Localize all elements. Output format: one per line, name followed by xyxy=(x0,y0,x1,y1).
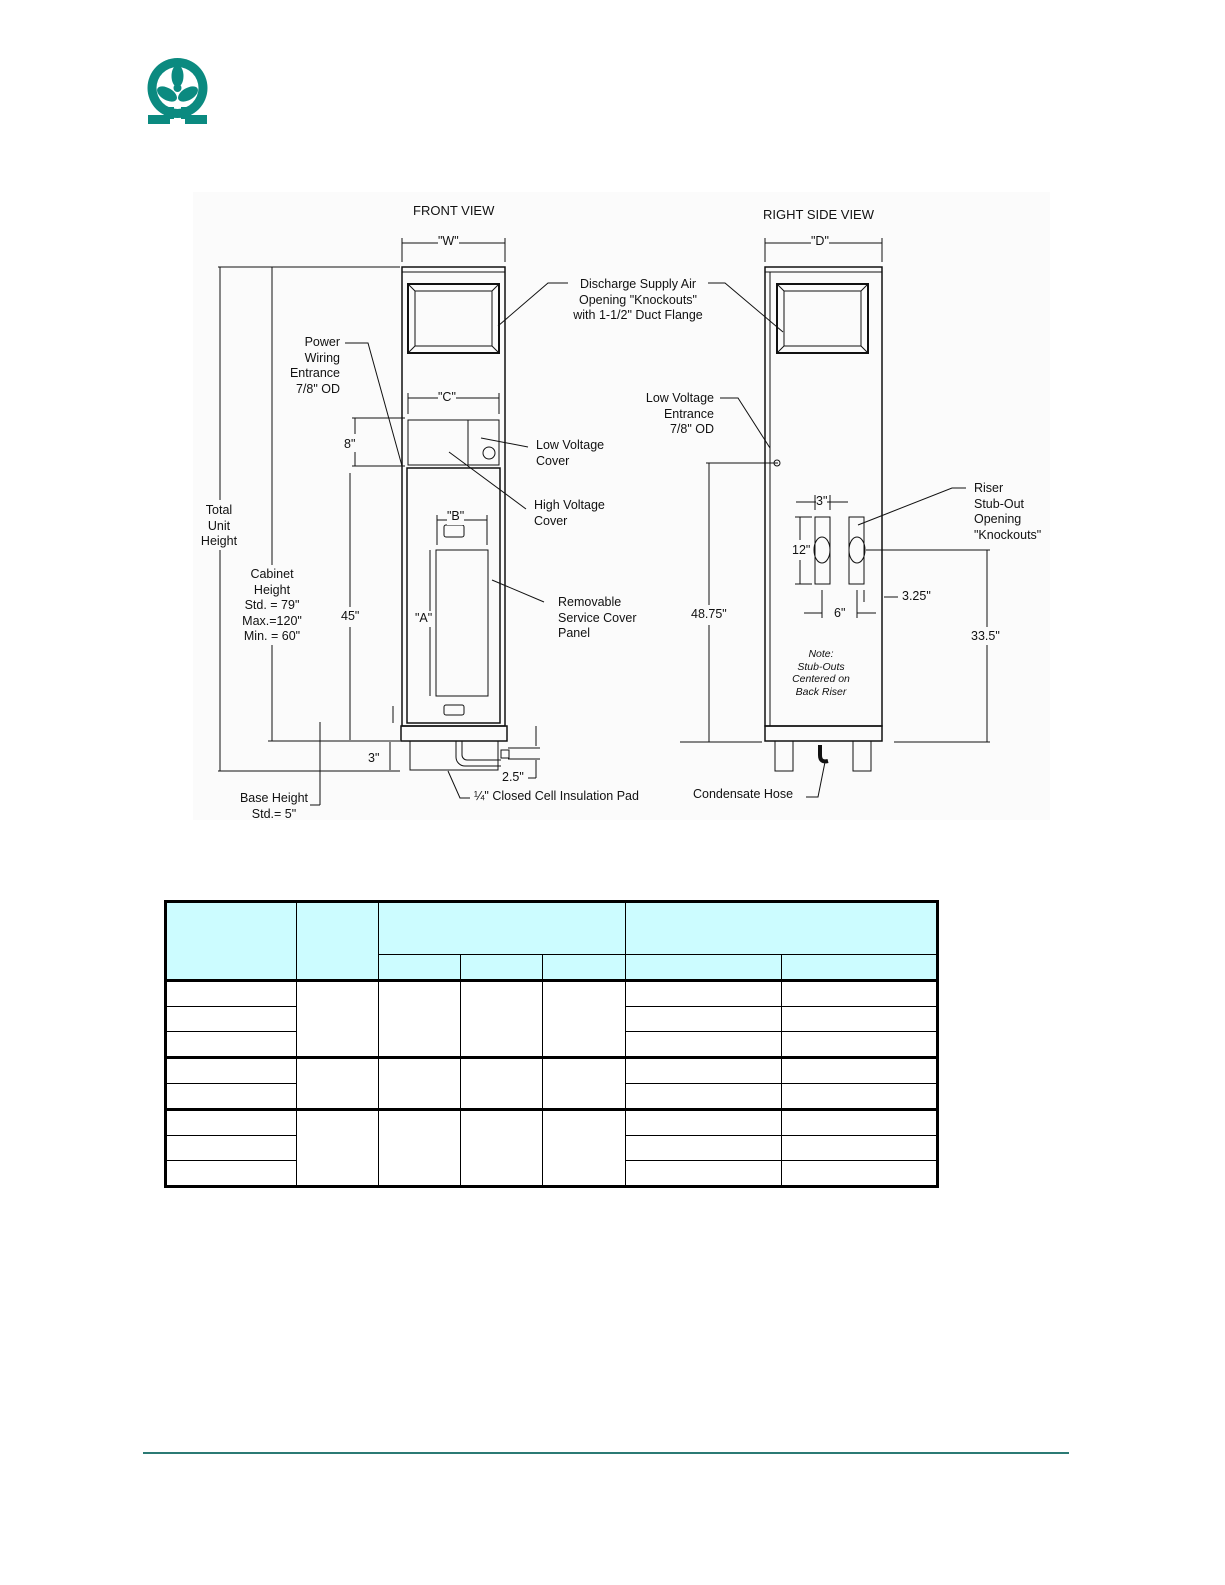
table-row xyxy=(164,1108,939,1187)
dim-d-label: "D" xyxy=(811,234,829,250)
table-row xyxy=(164,1031,939,1058)
low-voltage-entrance-label: Low Voltage Entrance 7/8" OD xyxy=(645,391,714,436)
table-row xyxy=(164,1056,939,1110)
table-header-group xyxy=(378,901,626,955)
dim-8-label: 8" xyxy=(344,437,356,451)
table-row xyxy=(164,1135,939,1161)
total-height-label: Total Unit Height xyxy=(200,503,238,548)
front-view-title: FRONT VIEW xyxy=(413,203,495,218)
riser-knockout-label: Riser Stub-Out Opening "Knockouts" xyxy=(974,481,1042,542)
dim-48-75-label: 48.75" xyxy=(691,607,727,623)
footer-rule xyxy=(143,1452,1069,1454)
table-subheader-cell xyxy=(624,953,782,982)
base-height-label: Base Height Std.= 5" xyxy=(239,791,309,821)
table-subheader-row xyxy=(166,953,939,982)
high-voltage-cover-label: High Voltage Cover xyxy=(534,498,605,528)
dim-3-side-label: 3" xyxy=(816,494,828,510)
stub-out-note: Note: Stub-Outs Centered on Back Riser xyxy=(792,648,850,698)
dim-33-5-label: 33.5" xyxy=(971,629,1000,645)
dim-6-label: 6" xyxy=(834,606,846,620)
dim-3-base-label: 3" xyxy=(368,751,380,765)
power-wiring-label: Power Wiring Entrance 7/8" OD xyxy=(289,335,340,396)
dim-a-label: "A" xyxy=(415,611,433,627)
insulation-pad-label: ¼" Closed Cell Insulation Pad xyxy=(474,789,639,803)
condensate-hose-label: Condensate Hose xyxy=(693,787,794,801)
table-row xyxy=(164,979,939,1058)
low-voltage-cover-label: Low Voltage Cover xyxy=(536,438,605,468)
dim-b-label: "B" xyxy=(447,509,465,525)
fan-omega-logo-icon xyxy=(147,58,208,124)
cabinet-height-label: Cabinet Height Std. = 79" Max.=120" Min.… xyxy=(242,567,302,643)
table-header-row xyxy=(164,901,939,981)
removable-panel-label: Removable Service Cover Panel xyxy=(558,595,637,640)
dim-45-label: 45" xyxy=(341,609,360,625)
dim-c-label: "C" xyxy=(438,390,456,406)
side-view-title: RIGHT SIDE VIEW xyxy=(763,207,874,222)
table-row xyxy=(164,1160,939,1187)
table-header-cell xyxy=(296,901,380,981)
dim-12-label: 12" xyxy=(792,543,811,559)
table-subheader-cell xyxy=(780,953,939,982)
dim-3-25-label: 3.25" xyxy=(902,589,931,603)
table-header-cell xyxy=(164,901,298,981)
table-row xyxy=(164,1006,939,1032)
table-row xyxy=(164,1083,939,1110)
discharge-label: Discharge Supply Air Opening "Knockouts"… xyxy=(573,277,703,322)
table-header-group xyxy=(624,901,939,955)
dim-2-5-label: 2.5" xyxy=(502,770,524,784)
table-subheader-cell xyxy=(378,953,462,982)
table-subheader-cell xyxy=(542,953,626,982)
dimension-table xyxy=(164,900,939,1188)
table-subheader-cell xyxy=(460,953,544,982)
dim-w-label: "W" xyxy=(438,234,459,250)
